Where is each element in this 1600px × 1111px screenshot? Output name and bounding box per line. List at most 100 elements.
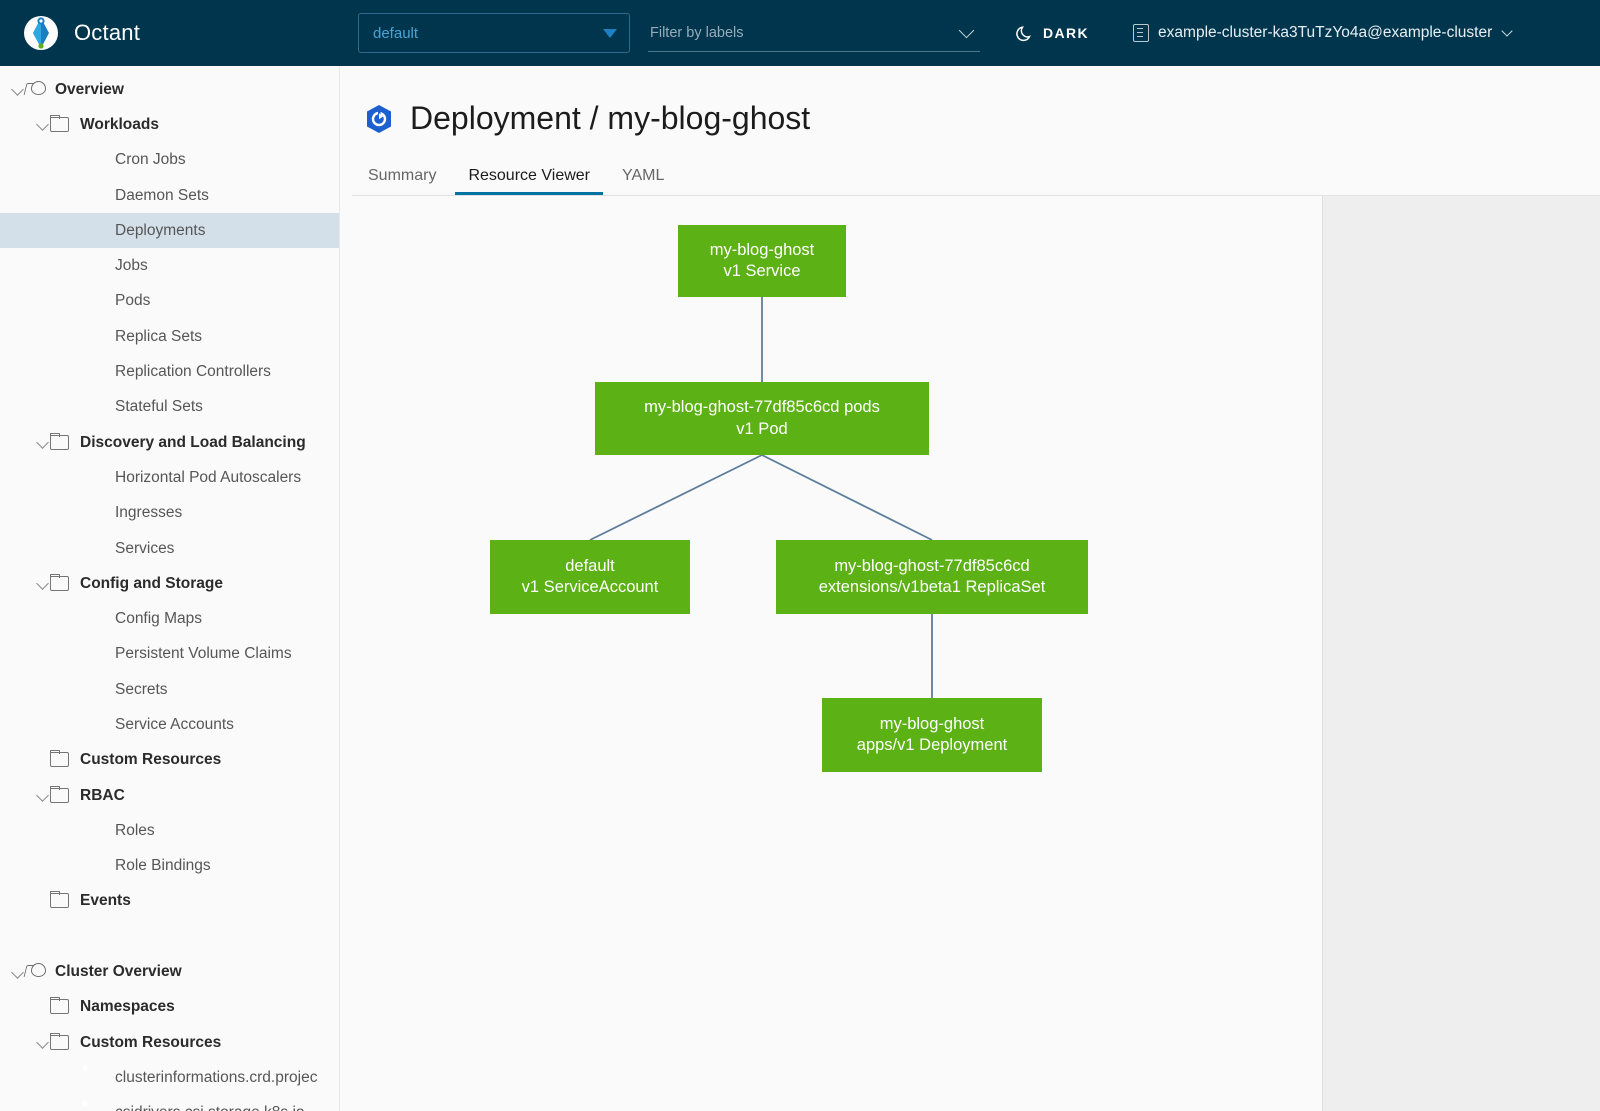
sidebar-item-label: Custom Resources <box>80 1033 222 1051</box>
sidebar-item-label: Replica Sets <box>115 327 203 345</box>
sidebar-item-replication-controllers[interactable]: Replication Controllers <box>0 354 339 389</box>
sidebar-item-label: RBAC <box>80 786 125 804</box>
tab-resource-viewer[interactable]: Resource Viewer <box>452 167 606 195</box>
chevron-down-icon[interactable] <box>37 577 50 590</box>
sidebar-item-label: Custom Resources <box>80 751 222 769</box>
twisty-placeholder <box>72 401 85 414</box>
sidebar-item-clusterinformations-crd-projec[interactable]: clusterinformations.crd.projec <box>0 1060 339 1095</box>
sidebar-item-deployments[interactable]: Deployments <box>0 213 339 249</box>
sidebar-item-label: Daemon Sets <box>115 186 209 204</box>
k8s-ingress-icon <box>85 503 105 523</box>
folder-icon <box>50 997 70 1017</box>
twisty-placeholder <box>72 507 85 520</box>
top-header: Octant default Filter by labels DARK exa… <box>0 0 1600 66</box>
sidebar-item-label: Ingresses <box>115 504 183 522</box>
sidebar-item-label: Deployments <box>115 221 206 239</box>
sidebar-item-custom-resources[interactable]: Custom Resources <box>0 743 339 778</box>
graph-node-kind: v1 Service <box>723 262 801 280</box>
graph-node-kind: extensions/v1beta1 ReplicaSet <box>818 578 1046 596</box>
sidebar-item-label: Events <box>80 892 131 910</box>
graph-node-service[interactable]: my-blog-ghost v1 Service <box>678 225 846 297</box>
brand[interactable]: Octant <box>22 14 352 52</box>
graph-node-name: my-blog-ghost-77df85c6cd <box>834 556 1030 575</box>
main-content: Deployment / my-blog-ghost Summary Resour… <box>340 66 1600 1111</box>
sidebar-item-replica-sets[interactable]: Replica Sets <box>0 319 339 354</box>
sidebar-item-custom-resources[interactable]: Custom Resources <box>0 1025 339 1060</box>
k8s-replicaset-icon <box>85 327 105 347</box>
twisty-placeholder <box>72 824 85 837</box>
cluster-selector[interactable]: example-cluster-ka3TuTzYo4a@example-clus… <box>1133 24 1513 42</box>
twisty-placeholder <box>72 683 85 696</box>
sidebar-item-rbac[interactable]: RBAC <box>0 778 339 813</box>
twisty-placeholder <box>72 260 85 273</box>
graph-node-name: my-blog-ghost <box>709 240 815 259</box>
k8s-replicationcontroller-icon <box>85 362 105 382</box>
sidebar-item-ingresses[interactable]: Ingresses <box>0 496 339 531</box>
twisty-placeholder <box>12 930 25 943</box>
twisty-placeholder <box>37 754 50 767</box>
tab-divider <box>352 195 1600 196</box>
k8s-serviceaccount-icon <box>85 715 105 735</box>
sidebar-item-overview[interactable]: Overview <box>0 72 339 107</box>
sidebar-item-events[interactable]: Events <box>0 884 339 919</box>
overview-icon <box>25 80 45 100</box>
namespace-select[interactable]: default <box>358 13 630 53</box>
sidebar-item-stateful-sets[interactable]: Stateful Sets <box>0 390 339 425</box>
brand-title: Octant <box>74 20 141 45</box>
sidebar-item-label: Config and Storage <box>80 574 223 592</box>
sidebar-item-namespaces[interactable]: Namespaces <box>0 990 339 1025</box>
graph-node-rs[interactable]: my-blog-ghost-77df85c6cd extensions/v1bet… <box>776 540 1088 614</box>
chevron-down-icon[interactable] <box>37 436 50 449</box>
graph-node-kind: apps/v1 Deployment <box>856 736 1008 754</box>
sidebar-item-persistent-volume-claims[interactable]: Persistent Volume Claims <box>0 637 339 672</box>
resource-graph[interactable]: my-blog-ghost v1 Service my-blog-ghost-77d… <box>340 196 1600 1111</box>
sidebar-item-jobs[interactable]: Jobs <box>0 248 339 283</box>
octant-logo-icon <box>22 14 60 52</box>
sidebar-item-pods[interactable]: Pods <box>0 284 339 319</box>
folder-icon <box>50 786 70 806</box>
twisty-placeholder <box>72 542 85 555</box>
twisty-placeholder <box>72 295 85 308</box>
chevron-down-icon <box>603 28 617 38</box>
twisty-placeholder <box>72 860 85 873</box>
chevron-down-icon[interactable] <box>37 118 50 131</box>
chevron-down-icon[interactable] <box>37 1036 50 1049</box>
folder-icon <box>50 574 70 594</box>
label-filter-placeholder: Filter by labels <box>650 24 744 41</box>
sidebar-item-role-bindings[interactable]: Role Bindings <box>0 849 339 884</box>
sidebar-item-cluster-overview[interactable]: Cluster Overview <box>0 954 339 989</box>
tab-summary[interactable]: Summary <box>368 167 437 184</box>
sidebar-item-label: Pods <box>115 292 151 310</box>
sidebar-item-service-accounts[interactable]: Service Accounts <box>0 707 339 742</box>
tab-bar[interactable]: Summary Resource Viewer YAML <box>352 159 1600 195</box>
sidebar-item-label: Overview <box>55 80 124 98</box>
tab-yaml[interactable]: YAML <box>622 167 665 184</box>
k8s-pvc-icon <box>85 644 105 664</box>
sidebar-item-workloads[interactable]: Workloads <box>0 107 339 142</box>
sidebar-item-cron-jobs[interactable]: Cron Jobs <box>0 143 339 178</box>
sidebar-item-discovery-and-load-balancing[interactable]: Discovery and Load Balancing <box>0 425 339 460</box>
sidebar-item-horizontal-pod-autoscalers[interactable]: Horizontal Pod Autoscalers <box>0 460 339 495</box>
sidebar-item-label: Stateful Sets <box>115 398 203 416</box>
sidebar-item-config-and-storage[interactable]: Config and Storage <box>0 566 339 601</box>
folder-icon <box>50 891 70 911</box>
sidebar-item-services[interactable]: Services <box>0 531 339 566</box>
sidebar-item-label: Role Bindings <box>115 857 211 875</box>
sidebar-item-csidrivers-csi-storage-k8s-io[interactable]: csidrivers.csi.storage.k8s.io <box>0 1096 339 1111</box>
sidebar-item-config-maps[interactable]: Config Maps <box>0 601 339 636</box>
dark-mode-toggle[interactable]: DARK <box>1016 24 1089 42</box>
sidebar-item-secrets[interactable]: Secrets <box>0 672 339 707</box>
dark-mode-label: DARK <box>1043 25 1090 41</box>
label-filter-input[interactable]: Filter by labels <box>648 14 980 52</box>
sidebar-item-daemon-sets[interactable]: Daemon Sets <box>0 178 339 213</box>
page-title: Deployment / my-blog-ghost <box>340 66 1600 137</box>
chevron-down-icon[interactable] <box>37 789 50 802</box>
k8s-rolebinding-icon <box>85 856 105 876</box>
sidebar-item-roles[interactable]: Roles <box>0 813 339 848</box>
k8s-pod-icon <box>85 291 105 311</box>
